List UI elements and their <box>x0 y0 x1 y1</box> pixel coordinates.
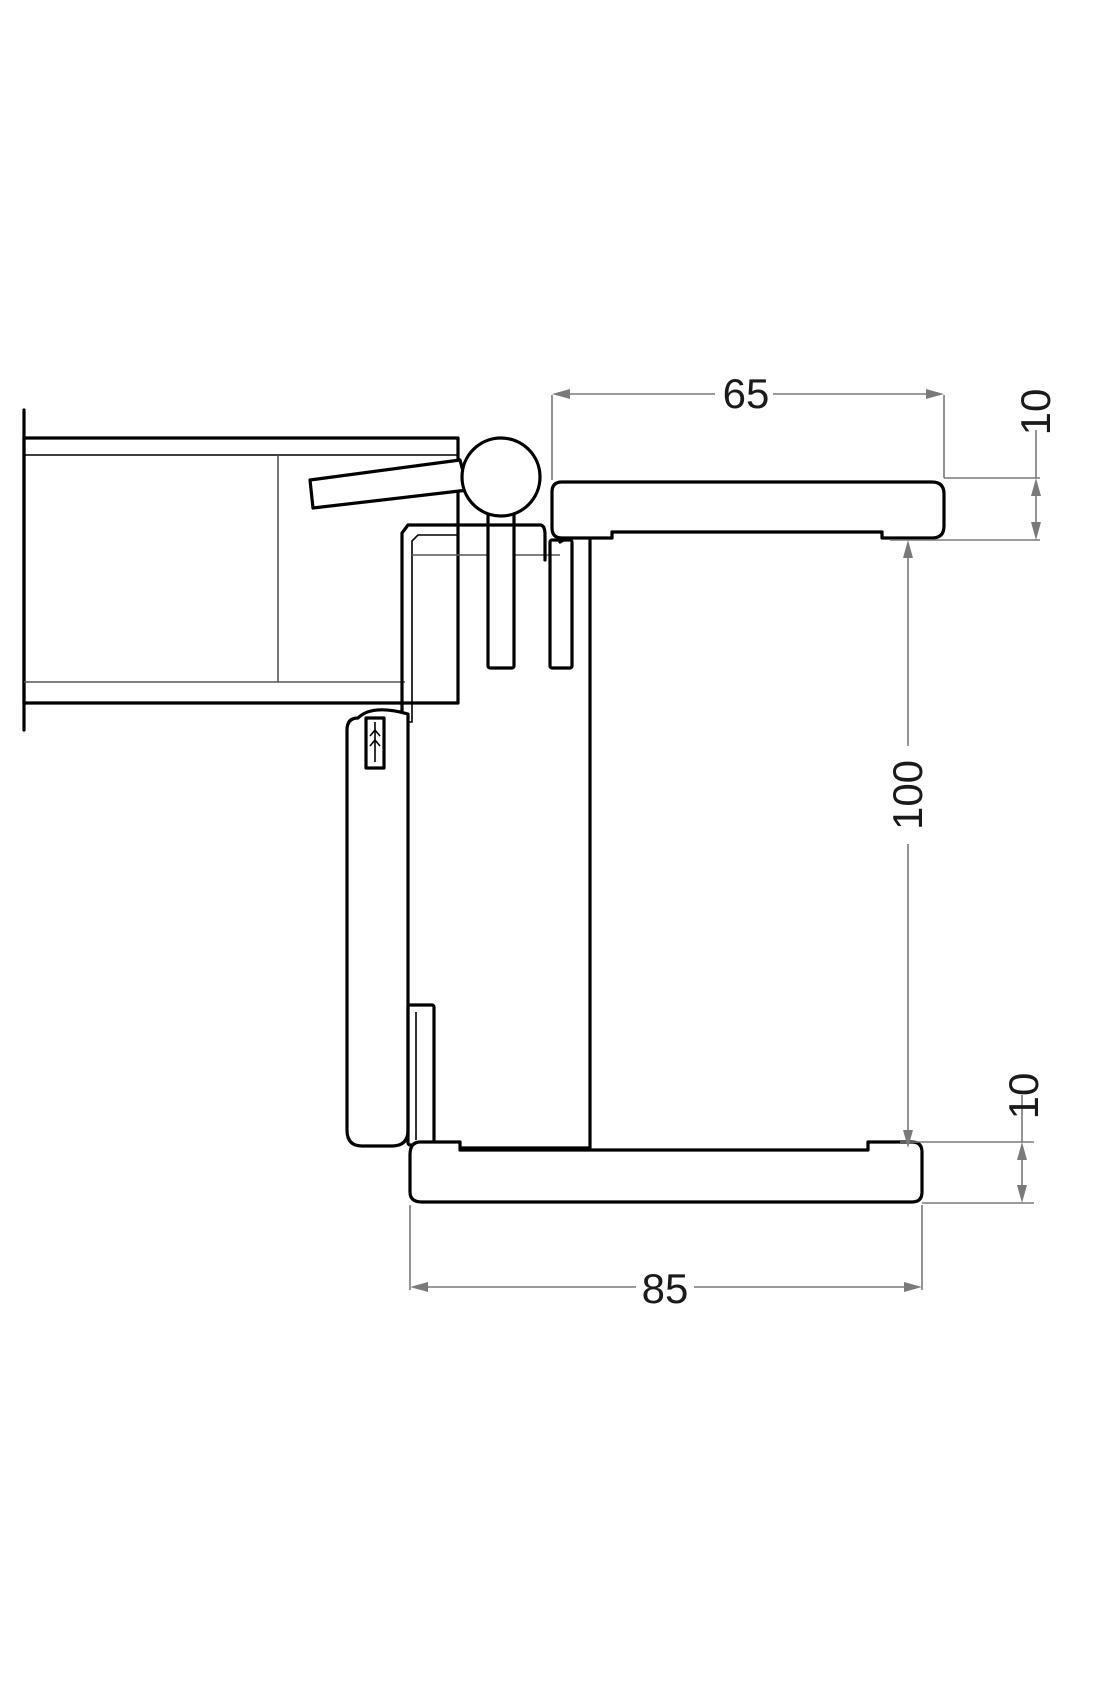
dimension-label-bottom-width: 85 <box>642 1265 689 1312</box>
dimension-label-top-width: 65 <box>723 370 770 417</box>
dimension-label-bottom-thickness: 10 <box>1000 1073 1047 1120</box>
dimension-label-inner-height: 100 <box>884 760 931 830</box>
dimension-top-width: 65 <box>551 368 945 480</box>
left-beam <box>22 408 460 732</box>
vertical-frame <box>458 535 592 1150</box>
dimension-label-top-thickness: 10 <box>1012 389 1059 436</box>
top-flange <box>550 480 946 540</box>
bottom-flange <box>408 1140 924 1204</box>
hinge-knob <box>453 436 547 670</box>
dimension-bottom-thickness: 10 <box>900 1073 1047 1204</box>
dimension-top-thickness: 10 <box>890 389 1059 541</box>
dimension-bottom-width: 85 <box>409 1205 923 1312</box>
dimension-inner-height: 100 <box>884 540 931 1148</box>
latch-lever <box>308 458 470 510</box>
z-bracket <box>370 523 560 723</box>
door-leaf <box>345 708 436 1148</box>
